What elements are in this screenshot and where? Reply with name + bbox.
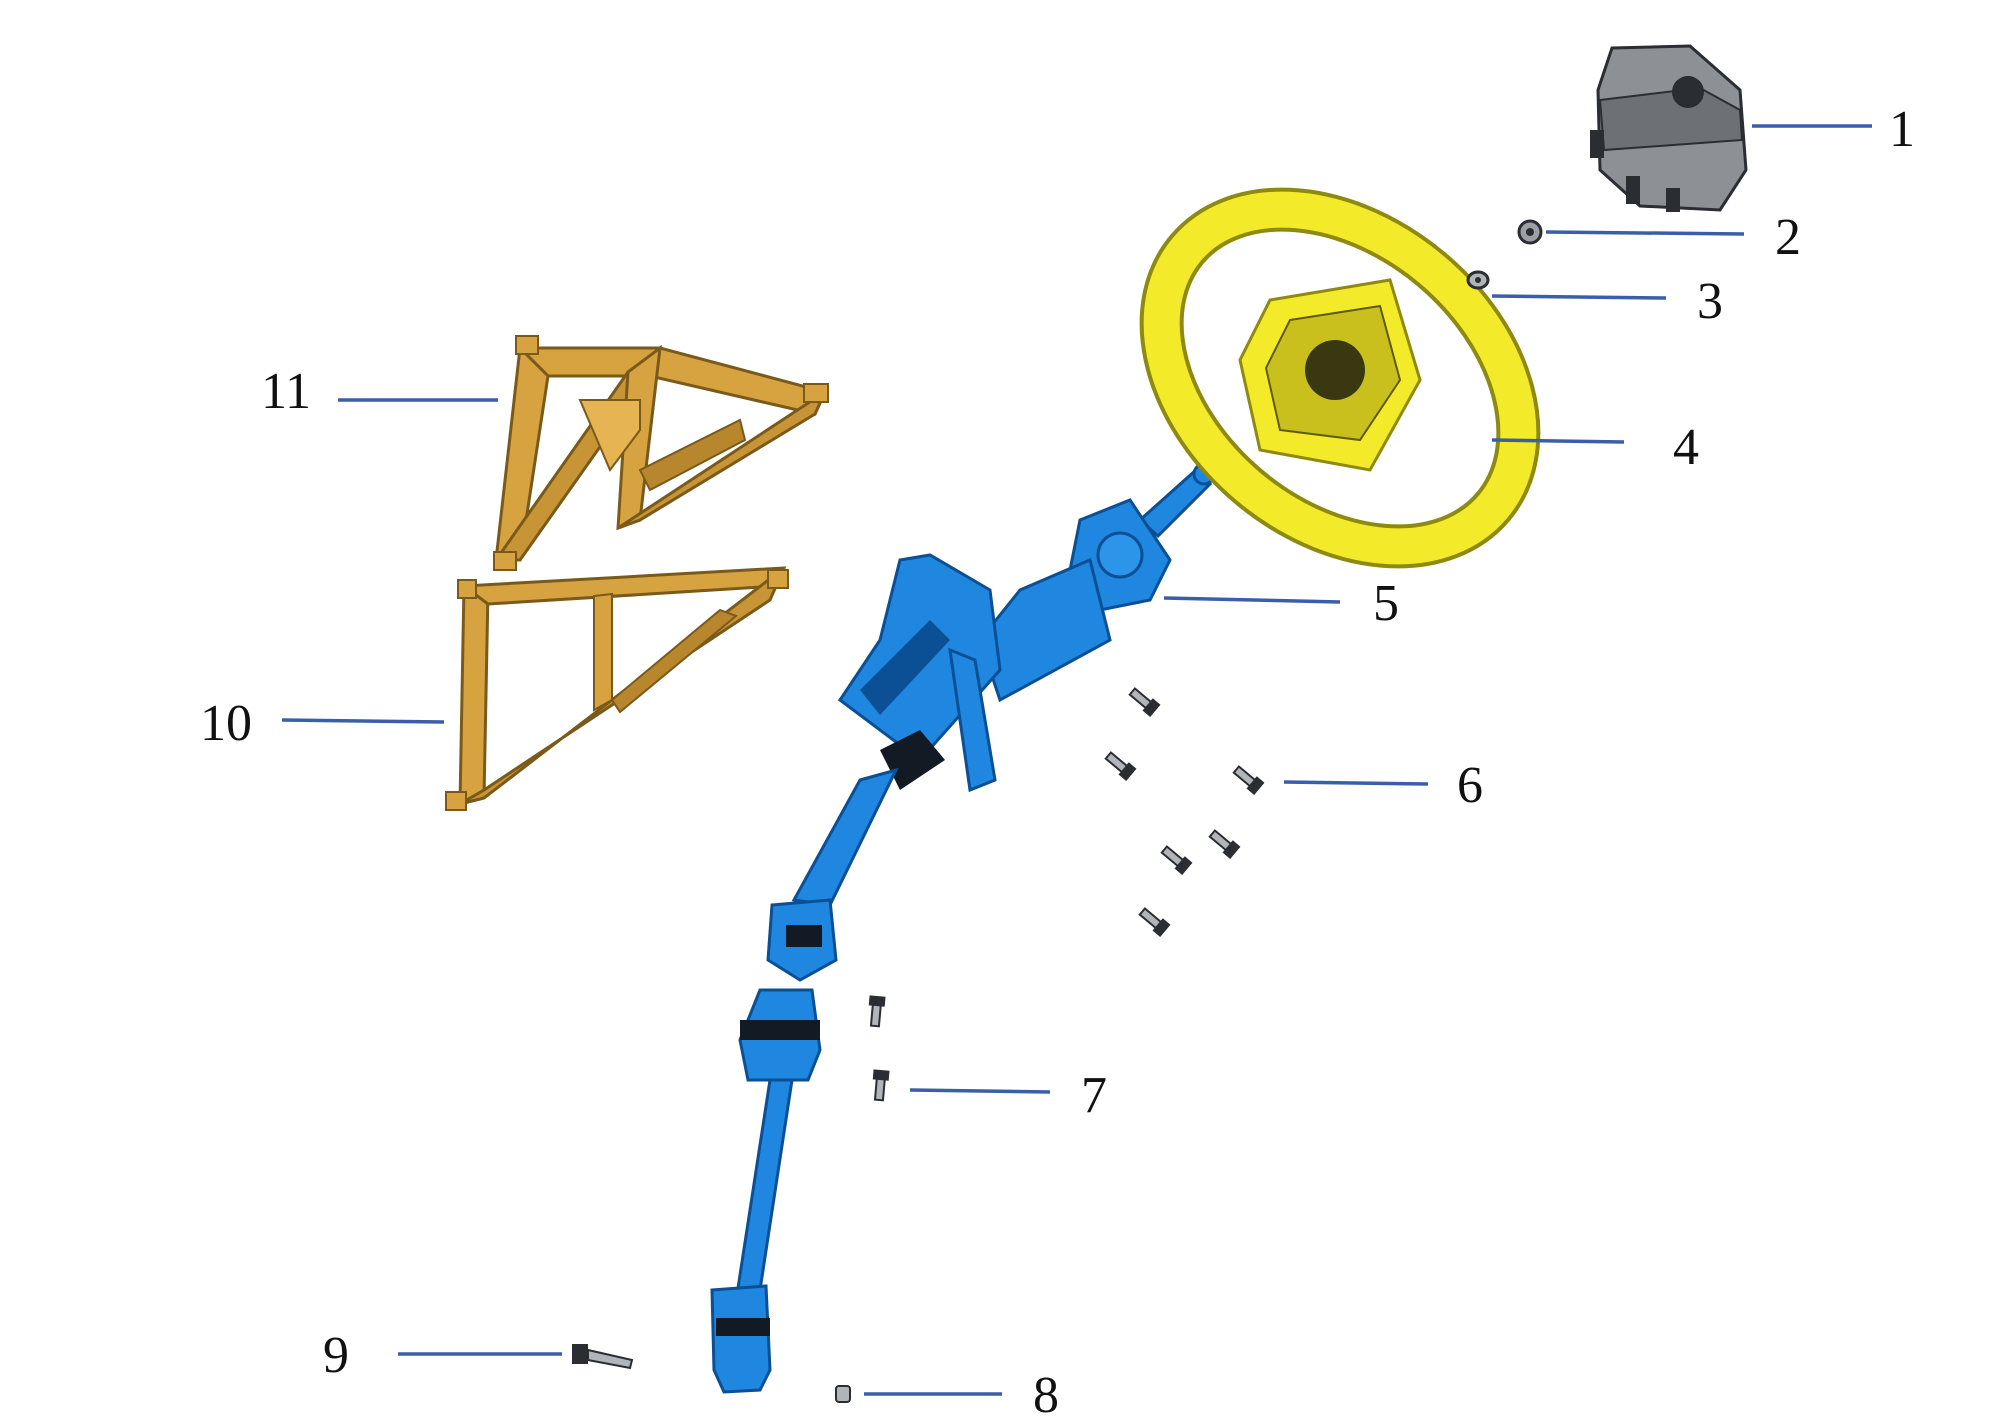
nut-part-2 [1517, 219, 1543, 245]
part-label-4: 4 [1673, 419, 1699, 476]
part-label-9: 9 [323, 1327, 349, 1384]
part-label-5: 5 [1373, 575, 1399, 632]
washer-part-3 [1466, 270, 1490, 290]
part-labels: 1 2 3 4 5 6 7 8 9 10 11 [200, 101, 1915, 1419]
leader-line-10 [281, 718, 445, 724]
lower-bracket-part [445, 566, 789, 811]
leader-line-6 [1283, 780, 1429, 786]
pinch-bolt-part-9 [572, 1344, 634, 1370]
leader-line-4 [1491, 438, 1625, 444]
leader-line-2 [1545, 230, 1745, 236]
part-label-6: 6 [1457, 757, 1483, 814]
leader-line-5 [1163, 596, 1341, 604]
leader-lines [281, 124, 1872, 1396]
part-label-7: 7 [1081, 1067, 1107, 1124]
part-label-1: 1 [1889, 101, 1915, 158]
upper-bracket-part [493, 335, 829, 571]
part-label-2: 2 [1775, 209, 1801, 266]
leader-line-7 [909, 1088, 1051, 1094]
steering-column-part [710, 462, 1216, 1394]
airbag-module-part [1590, 44, 1748, 212]
part-label-3: 3 [1697, 273, 1723, 330]
column-bolts-part-6 [1104, 687, 1265, 937]
steering-wheel-part [1139, 187, 1541, 569]
part-label-8: 8 [1033, 1367, 1059, 1419]
part-label-11: 11 [261, 363, 311, 420]
bolts-part-7 [868, 995, 890, 1102]
part-label-10: 10 [200, 695, 252, 752]
nut-part-8 [835, 1385, 851, 1403]
leader-line-3 [1491, 294, 1667, 300]
